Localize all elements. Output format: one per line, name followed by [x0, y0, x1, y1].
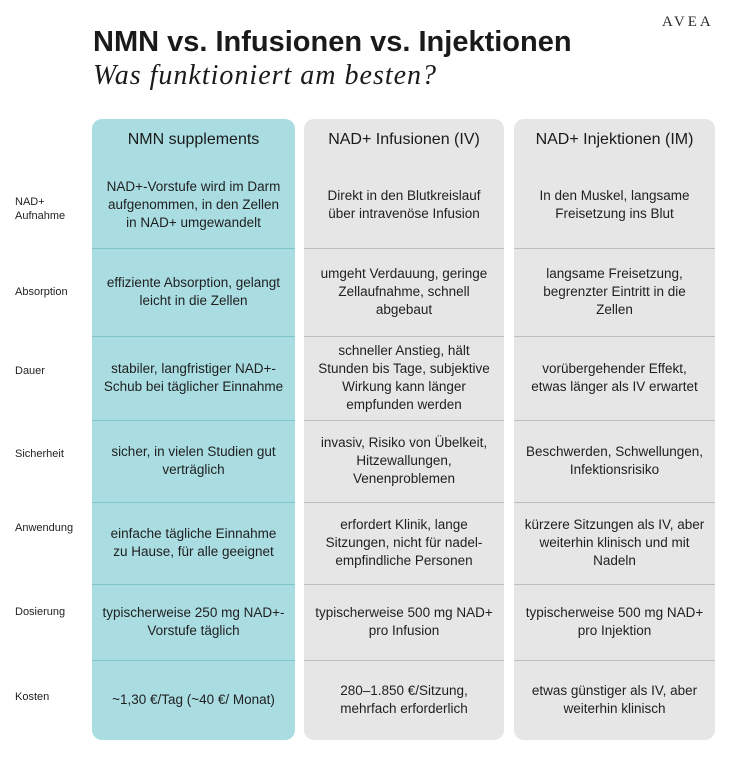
column-injektionen-cell-sicherheit: Beschwerden, Schwellungen, Infektionsris…: [525, 444, 704, 477]
page-subtitle: Was funktioniert am besten?: [93, 60, 438, 91]
column-infusionen-cell-anwendung: erfordert Klinik, lange Sitzungen, nicht…: [325, 517, 483, 568]
brand-logo: AVEA: [662, 14, 714, 30]
row-divider: [304, 584, 504, 585]
column-nmn-cell-sicherheit: sicher, in vielen Studien gut verträglic…: [111, 444, 276, 477]
column-nmn-cell-aufnahme: NAD+-Vorstufe wird im Darm aufgenommen, …: [106, 178, 281, 230]
column-nmn-cell-anwendung: einfache tägliche Einnahme zu Hause, für…: [110, 526, 277, 559]
column-injektionen-cell-dosierung: typischerweise 500 mg NAD+ pro Injektion: [525, 605, 704, 638]
column-infusionen-cell-kosten: 280–1.850 €/Sitzung, mehrfach erforderli…: [340, 683, 468, 716]
column-injektionen-cell-kosten: etwas günstiger als IV, aber weiterhin k…: [531, 683, 698, 716]
row-label-dauer: Dauer: [15, 365, 45, 377]
row-divider: [514, 420, 715, 421]
column-infusionen: NAD+ Infusionen (IV) Direkt in den Blutkr…: [304, 119, 504, 740]
row-divider: [304, 660, 504, 661]
row-label-sicherheit: Sicherheit: [15, 448, 64, 460]
page-title: NMN vs. Infusionen vs. Injektionen: [93, 26, 572, 58]
row-divider: [92, 336, 295, 337]
column-injektionen-cell-dauer: vorübergehender Effekt, etwas länger als…: [531, 361, 698, 394]
row-divider: [92, 420, 295, 421]
row-divider: [514, 660, 715, 661]
column-nmn-cell-dosierung: typischerweise 250 mg NAD+-Vorstufe tägl…: [102, 605, 285, 638]
column-nmn-cell-absorption: effiziente Absorption, gelangt leicht in…: [106, 275, 281, 308]
column-infusionen-cell-absorption: umgeht Verdauung, geringe Zellaufnahme, …: [320, 266, 488, 317]
column-injektionen-cell-absorption: langsame Freisetzung, begrenzter Eintrit…: [543, 266, 686, 317]
row-label-aufnahme-line1: NAD+: [15, 196, 45, 208]
row-label-dosierung: Dosierung: [15, 606, 66, 618]
column-infusionen-cell-dosierung: typischerweise 500 mg NAD+ pro Infusion: [315, 605, 493, 638]
column-nmn-header: NMN supplements: [127, 131, 260, 148]
row-divider: [304, 420, 504, 421]
row-divider: [92, 584, 295, 585]
row-divider: [92, 502, 295, 503]
column-injektionen-cell-anwendung: kürzere Sitzungen als IV, aber weiterhin…: [524, 517, 705, 568]
row-divider: [514, 584, 715, 585]
column-infusionen-header: NAD+ Infusionen (IV): [328, 131, 480, 148]
column-injektionen: NAD+ Injektionen (IM) In den Muskel, lang…: [514, 119, 715, 740]
row-divider: [92, 660, 295, 661]
row-label-anwendung: Anwendung: [15, 522, 74, 534]
row-label-aufnahme: NAD+ Aufnahme: [15, 195, 90, 223]
column-injektionen-header: NAD+ Injektionen (IM): [535, 131, 694, 148]
column-nmn-cell-dauer: stabiler, langfristiger NAD+-Schub bei t…: [103, 361, 284, 394]
row-divider: [92, 248, 295, 249]
column-nmn-cell-kosten: ~1,30 €/Tag (~40 €/ Monat): [112, 692, 275, 707]
row-divider: [514, 248, 715, 249]
row-divider: [304, 336, 504, 337]
column-infusionen-cell-aufnahme: Direkt in den Blutkreislauf über intrave…: [327, 187, 481, 221]
column-injektionen-cell-aufnahme: In den Muskel, langsame Freisetzung ins …: [539, 187, 690, 221]
row-divider: [514, 502, 715, 503]
row-divider: [514, 336, 715, 337]
row-divider: [304, 502, 504, 503]
row-label-aufnahme-line2: Aufnahme: [15, 210, 66, 222]
row-label-absorption: Absorption: [15, 286, 68, 298]
row-label-kosten: Kosten: [15, 691, 50, 703]
column-infusionen-cell-sicherheit: invasiv, Risiko von Übelkeit, Hitzewallu…: [320, 435, 488, 486]
column-infusionen-cell-dauer: schneller Anstieg, hält Stunden bis Tage…: [318, 343, 490, 412]
row-divider: [304, 248, 504, 249]
